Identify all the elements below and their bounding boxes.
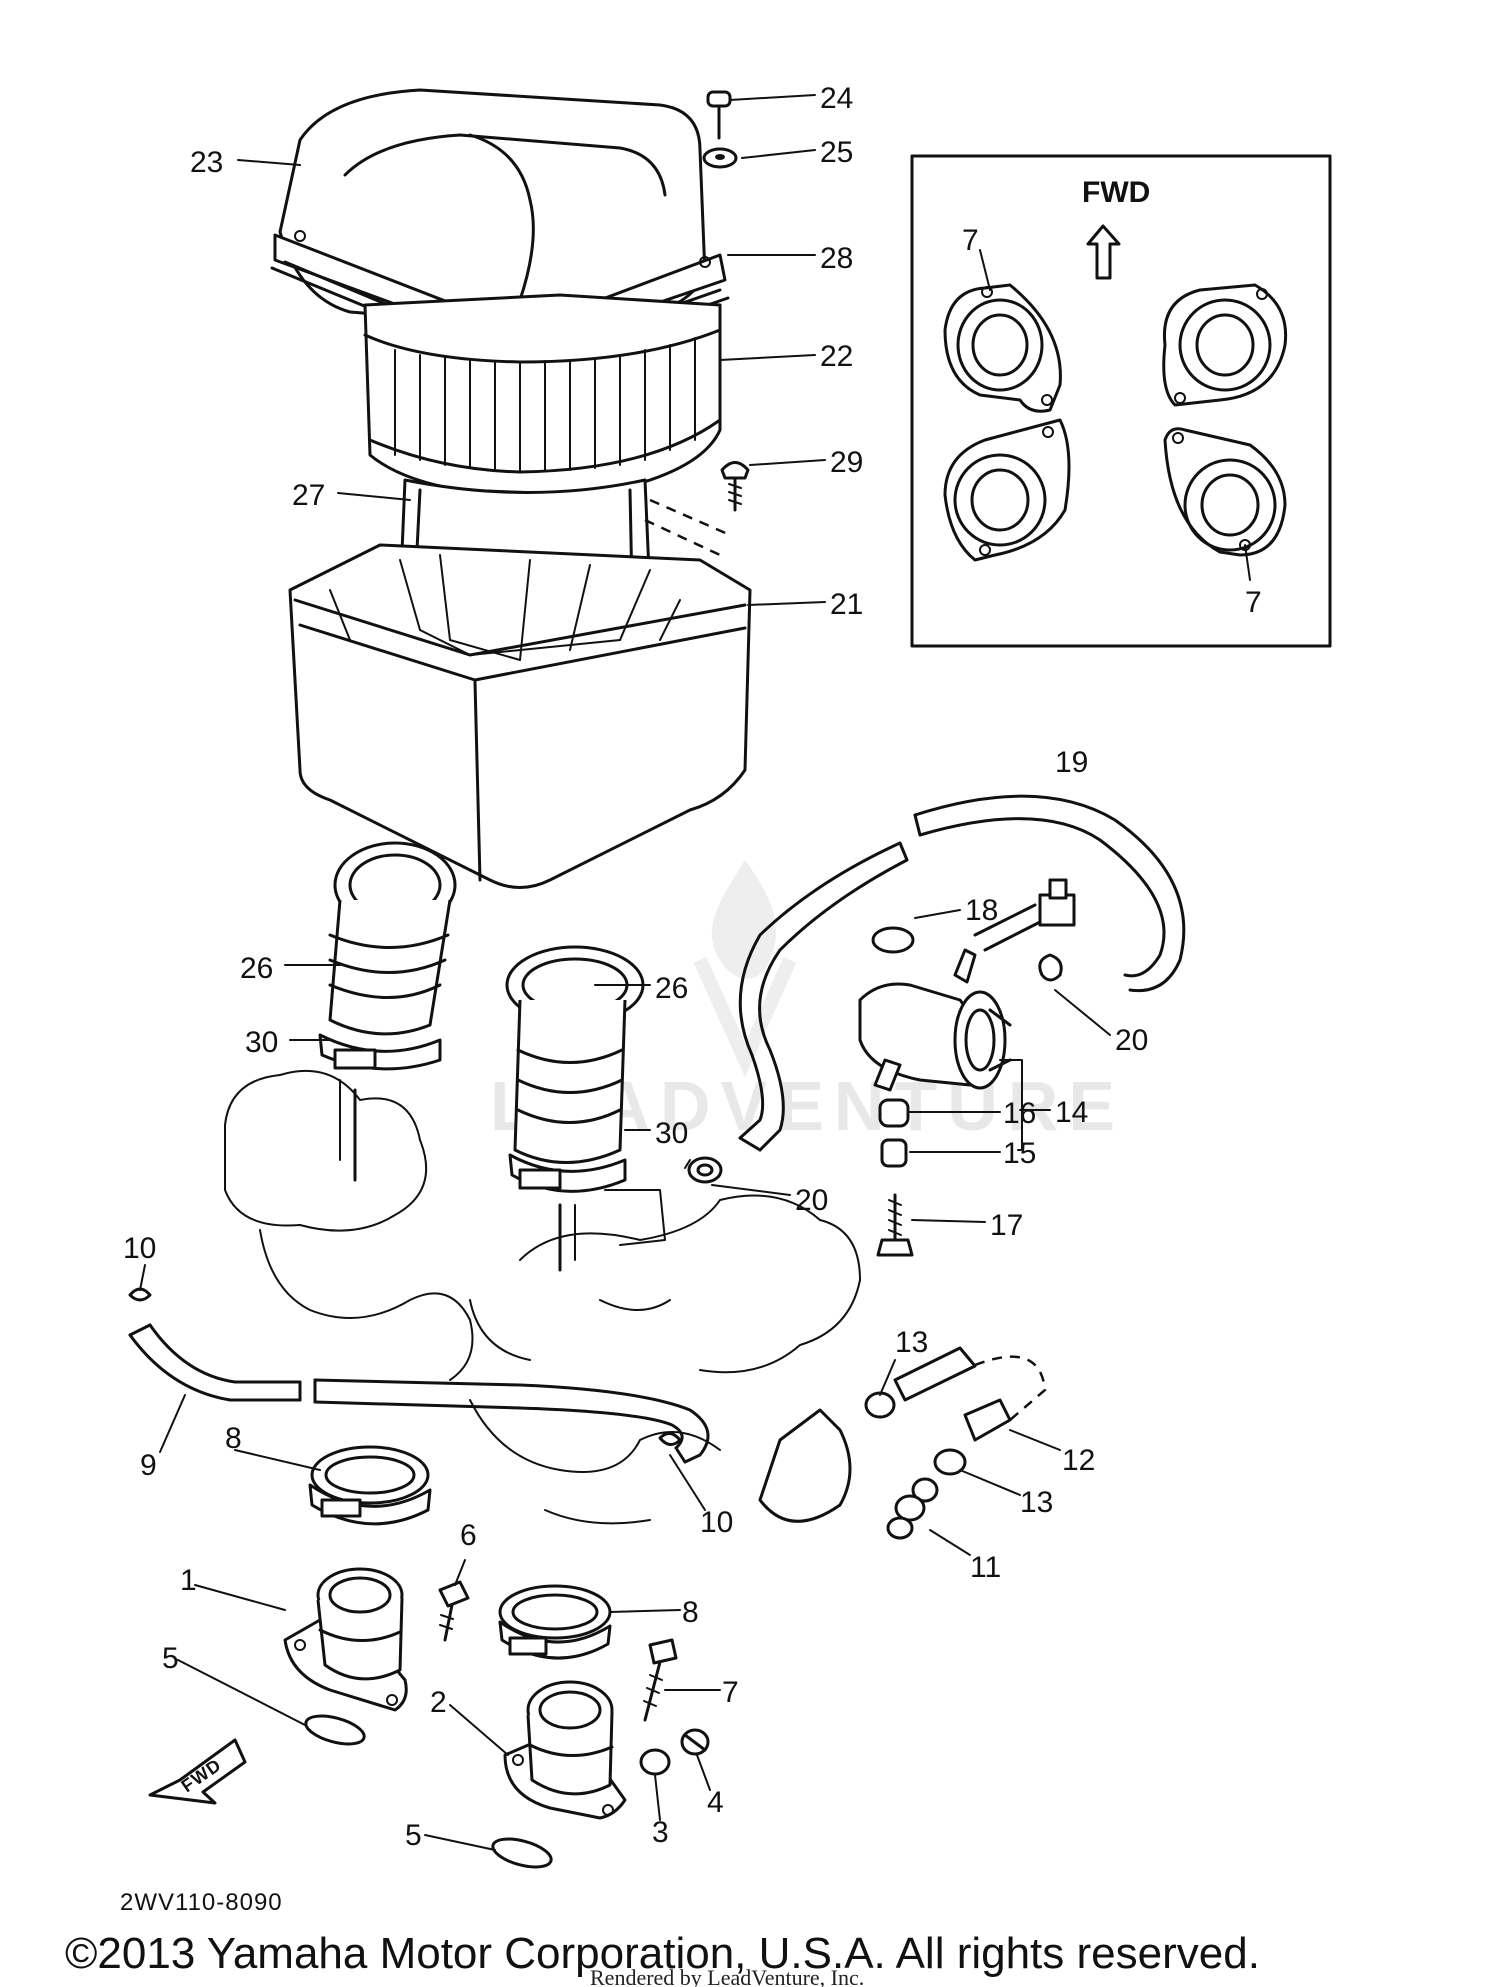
fwd-arrow-label: FWD [178,1755,226,1797]
fwd-inset: FWD [910,154,1332,648]
callout-17: 17 [990,1209,1023,1242]
clip-13-lower-part [933,1448,967,1476]
callout-8-upper: 8 [225,1422,242,1455]
callout-10-lower: 10 [700,1506,733,1539]
callout-24: 24 [820,82,853,115]
airbox-case-part [288,543,752,889]
callout-20-lower: 20 [795,1184,828,1217]
inset-joint-bottom-right [1163,427,1287,557]
callout-13-lower: 13 [1020,1486,1053,1519]
o-ring-5-upper-part [304,1714,366,1746]
callout-19: 19 [1055,746,1088,779]
callout-12: 12 [1062,1444,1095,1477]
callout-29: 29 [830,446,863,479]
air-joint-left-part [318,841,457,1071]
bolt-17-part [876,1193,914,1257]
callout-7-inset-bottom: 7 [1245,586,1262,619]
screw-29-part [720,461,750,512]
inset-joint-bottom-left [943,418,1071,562]
callout-30-left: 30 [245,1026,278,1059]
callouts: 23 24 25 28 22 29 27 21 7 7 19 18 26 30 … [123,82,1262,1852]
callout-5-lower: 5 [405,1819,422,1852]
nut-4-part [680,1728,710,1756]
callout-10-left: 10 [123,1232,156,1265]
fuel-pump-part [858,948,1012,1092]
inset-joint-top-right [1162,283,1288,407]
bolt-6-part [438,1580,470,1642]
callout-25: 25 [820,136,853,169]
callout-4: 4 [707,1786,724,1819]
callout-5-upper: 5 [162,1642,179,1675]
callout-18: 18 [965,894,998,927]
clip-20-upper-part [1038,953,1063,982]
bolt-24-part [706,90,732,140]
clip-10-lower-part [658,1432,682,1446]
hose-9-part [128,1323,710,1464]
callout-28: 28 [820,242,853,275]
callout-14: 14 [1055,1096,1088,1129]
callout-20-upper: 20 [1115,1024,1148,1057]
fitting-11-part [886,1477,939,1540]
clamp-8-lower-part [498,1584,612,1660]
clamp-8-upper-part [308,1445,432,1526]
collar-3-part [639,1748,671,1776]
callout-26-right: 26 [655,972,688,1005]
o-ring-5-lower-part [491,1837,553,1869]
diagram-code: 2WV110-8090 [120,1889,283,1916]
callout-16: 16 [1003,1097,1036,1130]
callout-9: 9 [140,1449,157,1482]
callout-7-bolt: 7 [722,1676,739,1709]
callout-8-lower: 8 [682,1596,699,1629]
grommet-18-part [871,926,915,954]
inset-joint-top-left [943,283,1062,413]
leader-lines [139,94,1251,1851]
damper-16-part [878,1098,910,1128]
fuel-pump-connector-part [973,878,1076,952]
callout-7-inset-top: 7 [962,224,979,257]
callout-1: 1 [180,1564,197,1597]
callout-13-upper: 13 [895,1326,928,1359]
air-filter-element-part [363,293,722,497]
copyright-text: ©2013 Yamaha Motor Corporation, U.S.A. A… [65,1929,1260,1978]
callout-26-left: 26 [240,952,273,985]
bolt-7-part [643,1638,678,1722]
air-joint-right-part [505,945,645,1193]
collar-15-part [880,1138,908,1168]
grommet-25-part [702,147,738,169]
callout-23: 23 [190,146,223,179]
fwd-up-arrow-icon [1086,224,1121,280]
callout-27: 27 [292,479,325,512]
callout-6: 6 [460,1519,477,1552]
callout-21: 21 [830,588,863,621]
callout-30-right: 30 [655,1117,688,1150]
carburetor-assembly-outline [224,1069,861,1525]
callout-3: 3 [652,1816,669,1849]
clip-10-left-part [128,1287,152,1302]
clip-13-upper-part [864,1391,896,1419]
clip-20-lower-part [684,1156,723,1184]
hose-12-part [893,1346,1047,1442]
callout-11: 11 [970,1551,1001,1584]
fwd-arrow-icon: FWD [148,1738,247,1805]
fuel-hose-19-part [738,794,1186,1152]
inset-fwd-label: FWD [1082,176,1150,209]
callout-15: 15 [1003,1137,1036,1170]
callout-2: 2 [430,1686,447,1719]
manifold-2-part [503,1680,627,1820]
render-note: Rendered by LeadVenture, Inc. [590,1965,864,1987]
callout-22: 22 [820,340,853,373]
manifold-1-part [283,1567,408,1712]
